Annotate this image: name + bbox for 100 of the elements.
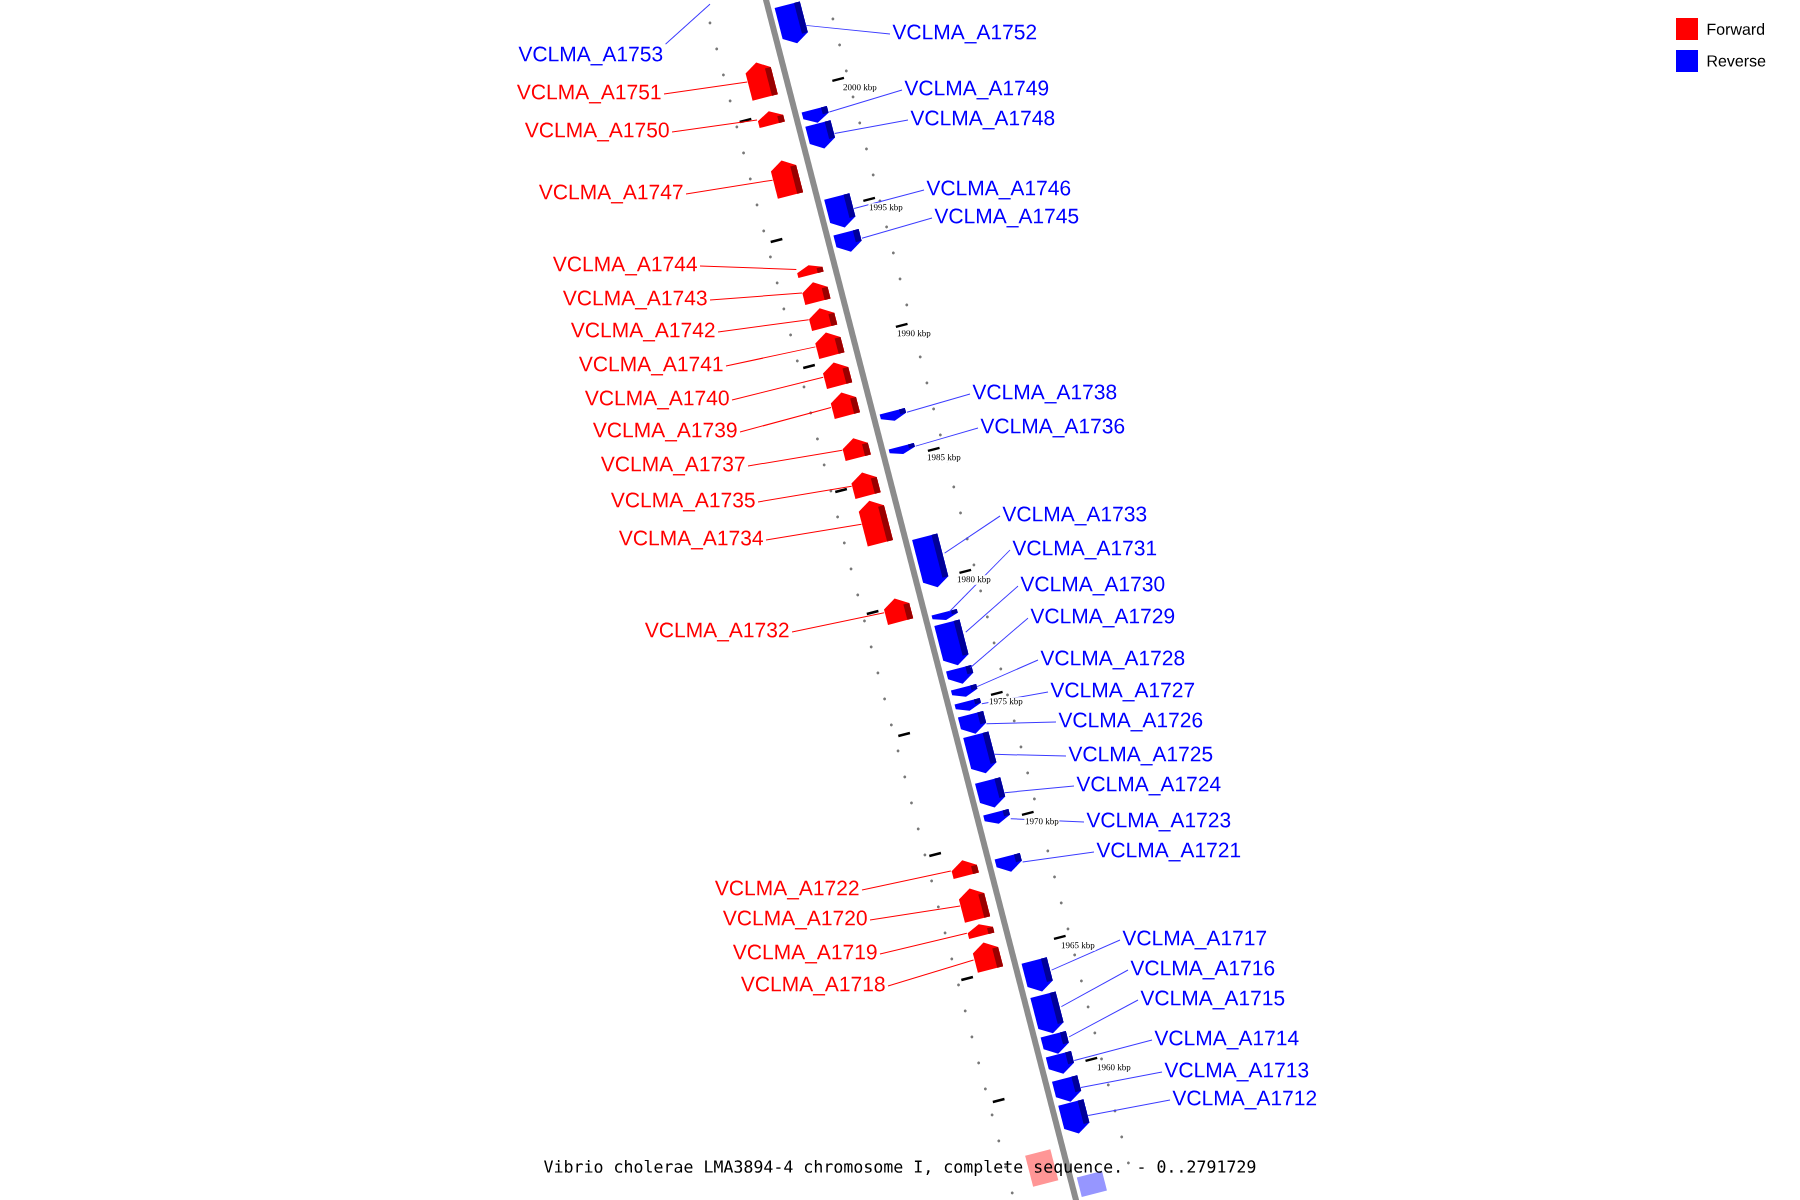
leader-line <box>976 659 1039 688</box>
gene-label: VCLMA_A1749 <box>904 80 1049 100</box>
gene-label: VCLMA_A1742 <box>570 322 715 342</box>
gene-block <box>809 308 838 331</box>
legend-label: Forward <box>1707 23 1765 35</box>
gene-block <box>1045 1051 1074 1074</box>
leader-line <box>1022 851 1095 863</box>
gene-block <box>774 1 808 44</box>
leader-line <box>965 585 1019 633</box>
gene-label: VCLMA_A1717 <box>1122 930 1267 950</box>
gene-block <box>802 282 831 305</box>
leader-line <box>685 179 774 195</box>
leader-line <box>993 753 1067 757</box>
gene-label: VCLMA_A1736 <box>980 418 1125 438</box>
gene-block <box>950 683 978 697</box>
gene-label: VCLMA_A1740 <box>584 390 729 410</box>
gene-block <box>954 697 981 711</box>
leader-line <box>765 523 862 541</box>
gene-label: VCLMA_A1727 <box>1050 682 1195 702</box>
leader-line <box>906 393 971 413</box>
leader-line <box>739 407 832 433</box>
gene-label: VCLMA_A1729 <box>1030 608 1175 628</box>
legend-label: Reverse <box>1707 55 1766 67</box>
gene-label: VCLMA_A1733 <box>1002 506 1147 526</box>
gene-label: VCLMA_A1743 <box>562 290 707 310</box>
gene-block <box>994 853 1022 872</box>
gene-label: VCLMA_A1728 <box>1040 650 1185 670</box>
gene-label: VCLMA_A1715 <box>1140 990 1285 1010</box>
leader-line <box>981 691 1049 705</box>
gene-label: VCLMA_A1720 <box>722 910 867 930</box>
gene-block <box>842 438 871 461</box>
leader-line <box>1004 785 1075 794</box>
gene-block <box>888 442 915 454</box>
gene-label: VCLMA_A1726 <box>1058 712 1203 732</box>
gene-label: VCLMA_A1712 <box>1172 1090 1317 1110</box>
gene-block <box>830 392 860 419</box>
gene-block <box>1021 957 1053 992</box>
leader-line <box>731 376 824 401</box>
gene-label: VCLMA_A1723 <box>1086 812 1231 832</box>
gene-block <box>1040 1031 1069 1054</box>
gene-block <box>983 808 1010 824</box>
leader-line <box>699 265 797 270</box>
gene-label: VCLMA_A1714 <box>1154 1030 1299 1050</box>
gene-block <box>912 533 949 588</box>
leader-line <box>985 721 1057 725</box>
gene-label: VCLMA_A1737 <box>600 456 745 476</box>
gene-label: VCLMA_A1738 <box>972 384 1117 404</box>
leader-line <box>948 549 1011 613</box>
gene-label: VCLMA_A1721 <box>1096 842 1241 862</box>
gene-block <box>823 362 853 389</box>
gene-label: VCLMA_A1718 <box>740 976 885 996</box>
gene-label: VCLMA_A1746 <box>926 180 1071 200</box>
gene-block <box>1052 1075 1082 1102</box>
gene-block <box>967 924 995 940</box>
leader-line <box>747 449 843 467</box>
gene-block <box>951 860 979 879</box>
leader-line <box>663 81 748 95</box>
gene-block <box>851 472 881 499</box>
gene-block <box>824 193 856 228</box>
gene-label: VCLMA_A1734 <box>618 530 763 550</box>
leader-line <box>915 427 979 447</box>
gene-label: VCLMA_A1725 <box>1068 746 1213 766</box>
leader-line <box>665 3 711 45</box>
gene-block <box>931 608 958 620</box>
gene-label: VCLMA_A1732 <box>644 622 789 642</box>
leader-line <box>1068 999 1139 1038</box>
leader-line <box>1087 1099 1171 1116</box>
leader-line <box>969 617 1029 669</box>
leader-line <box>757 485 853 503</box>
gene-block <box>833 229 862 252</box>
gene-label: VCLMA_A1753 <box>518 46 663 66</box>
leader-line <box>944 515 1001 554</box>
gene-block <box>957 711 987 734</box>
gene-block <box>770 160 804 199</box>
gene-label: VCLMA_A1716 <box>1130 960 1275 980</box>
leader-line <box>791 612 885 633</box>
leader-line <box>805 24 891 35</box>
gene-block <box>884 598 914 625</box>
leader-line <box>879 932 968 955</box>
leader-line <box>828 89 903 113</box>
gene-label: VCLMA_A1750 <box>524 122 669 142</box>
gene-block <box>797 265 824 279</box>
gene-block <box>801 106 829 123</box>
gene-block <box>879 407 907 421</box>
gene-label: VCLMA_A1739 <box>592 422 737 442</box>
gene-label: VCLMA_A1745 <box>934 208 1079 228</box>
gene-label: VCLMA_A1731 <box>1012 540 1157 560</box>
leader-line <box>671 119 758 133</box>
gene-label: VCLMA_A1747 <box>538 184 683 204</box>
leader-line <box>869 905 961 921</box>
gene-label: VCLMA_A1741 <box>578 356 723 376</box>
leader-line <box>861 870 952 891</box>
gene-block <box>1058 1099 1090 1134</box>
gene-label: VCLMA_A1748 <box>910 110 1055 130</box>
gene-label: VCLMA_A1724 <box>1076 776 1221 796</box>
gene-label: VCLMA_A1713 <box>1164 1062 1309 1082</box>
gene-label: VCLMA_A1751 <box>516 84 661 104</box>
gene-block <box>745 62 778 101</box>
gene-block <box>946 665 974 684</box>
gene-label: VCLMA_A1744 <box>552 256 697 276</box>
